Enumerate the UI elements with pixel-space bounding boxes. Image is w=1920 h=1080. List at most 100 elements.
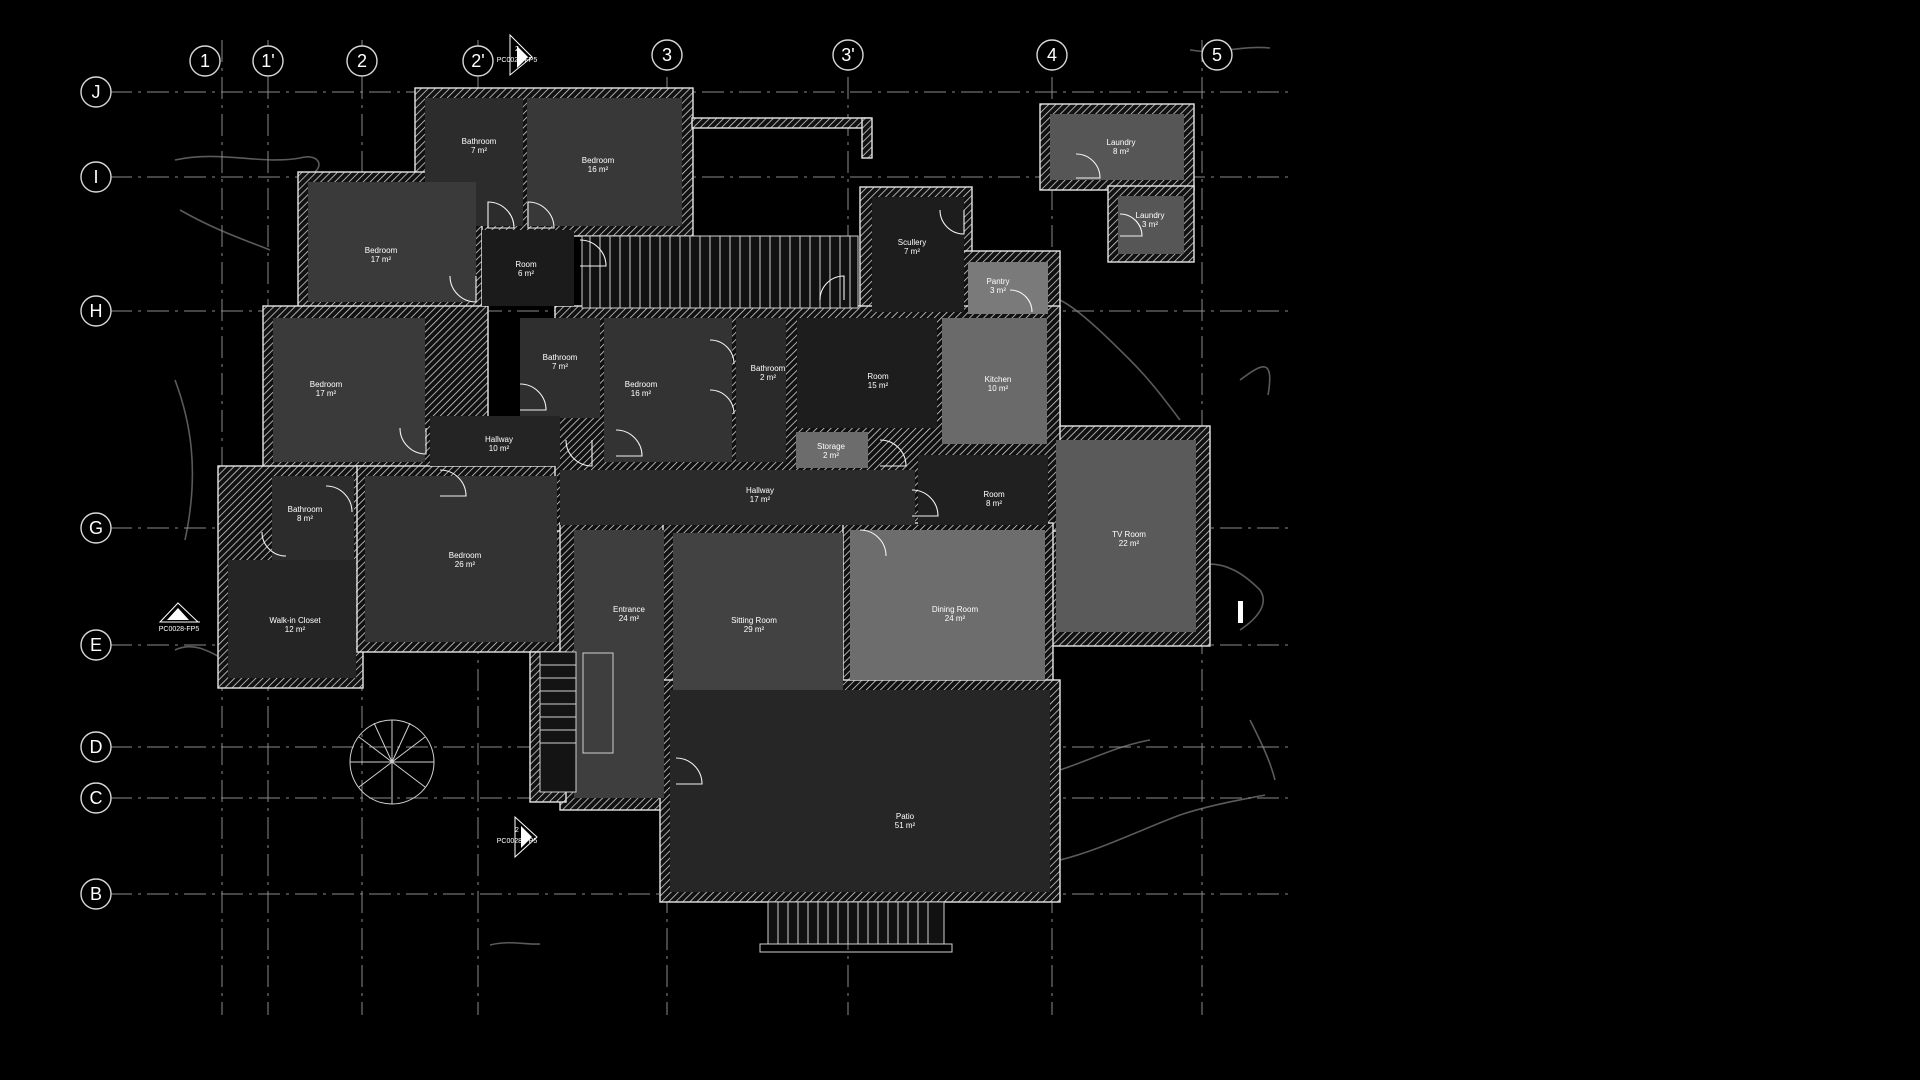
grid-bubble	[346, 45, 378, 77]
room-name: Laundry	[1107, 138, 1136, 147]
spiral-stair	[349, 719, 435, 805]
room-dining	[850, 530, 1045, 680]
room-name: Sitting Room	[731, 616, 777, 625]
grid-bubble	[462, 45, 494, 77]
room-name: Storage	[817, 442, 846, 451]
grid-label: 4	[1047, 45, 1057, 65]
room-laundry-large	[1050, 114, 1184, 180]
marker-number: 2	[515, 827, 519, 834]
grid-label: C	[90, 788, 103, 808]
grid-label: H	[90, 301, 103, 321]
room-name: Bathroom	[288, 505, 323, 514]
room-name: Bedroom	[449, 551, 482, 560]
doors	[261, 153, 1143, 785]
room-area: 16 m²	[631, 389, 652, 398]
room-bedroom-nw	[308, 182, 476, 302]
room-area: 15 m²	[868, 381, 889, 390]
room-name: Bathroom	[751, 364, 786, 373]
room-area: 16 m²	[588, 165, 609, 174]
grid-label: 5	[1212, 45, 1222, 65]
room-name: Entrance	[613, 605, 646, 614]
marker-sheet: PC0028-FP5	[497, 57, 538, 64]
room-bathroom-mid	[520, 318, 600, 418]
grid-bubble	[189, 45, 221, 77]
room-name: Bedroom	[310, 380, 343, 389]
room-area: 24 m²	[619, 614, 640, 623]
terrain-contours	[174, 46, 1276, 946]
room-name: Scullery	[898, 238, 926, 247]
room-bedroom-w	[273, 318, 425, 462]
room-name: Hallway	[485, 435, 513, 444]
room-area: 8 m²	[297, 514, 313, 523]
grid-bubble	[252, 45, 284, 77]
room-name: Bathroom	[462, 137, 497, 146]
room-name: Room	[515, 260, 537, 269]
room-area: 29 m²	[744, 625, 765, 634]
section-markers: 2 PC0028-FP5 1 PC0028-FP5 2 PC0028-FP5	[159, 33, 1243, 859]
room-area: 10 m²	[489, 444, 510, 453]
room-area: 3 m²	[1142, 220, 1158, 229]
room-bedroom-top	[527, 98, 682, 226]
room-name: Pantry	[986, 277, 1009, 286]
room-area: 17 m²	[750, 495, 771, 504]
section-marker-top: 2 PC0028-FP5	[497, 33, 538, 77]
room-small	[482, 230, 574, 306]
stair-entrance	[539, 651, 614, 793]
room-8	[918, 455, 1048, 525]
grid-label: 1	[200, 51, 210, 71]
room-area: 7 m²	[904, 247, 920, 256]
room-kitchen	[942, 318, 1047, 444]
grid-bubble	[80, 782, 112, 814]
grid-label: 3	[662, 45, 672, 65]
grid-bubble	[80, 731, 112, 763]
room-pantry	[968, 262, 1048, 314]
room-name: Room	[983, 490, 1005, 499]
room-name: Laundry	[1136, 211, 1165, 220]
grid-bubble	[80, 629, 112, 661]
grid-bubble	[80, 76, 112, 108]
room-area: 12 m²	[285, 625, 306, 634]
stair-north	[581, 235, 859, 309]
room-area: 3 m²	[990, 286, 1006, 295]
grid-label: J	[92, 82, 101, 102]
room-hallway-w	[430, 416, 560, 466]
section-marker-left: 1 PC0028-FP5	[159, 602, 200, 633]
room-walk-in-closet	[228, 560, 356, 678]
grid-label: I	[93, 167, 98, 187]
grid-bubble	[1036, 39, 1068, 71]
room-name: Bedroom	[582, 156, 615, 165]
room-bedroom-large	[365, 476, 557, 642]
room-name: Room	[867, 372, 889, 381]
room-15	[797, 318, 937, 428]
grid-label: 2	[357, 51, 367, 71]
grid-label: D	[90, 737, 103, 757]
room-area: 7 m²	[471, 146, 487, 155]
room-hallway-main	[560, 470, 915, 525]
room-name: Dining Room	[932, 605, 979, 614]
grid-bubble	[832, 39, 864, 71]
marker-sheet: PC0028-FP5	[497, 838, 538, 845]
room-name: Hallway	[746, 486, 774, 495]
grid-bubble	[80, 512, 112, 544]
room-name: Patio	[896, 812, 915, 821]
room-area: 6 m²	[518, 269, 534, 278]
room-bathroom-sw	[272, 476, 354, 566]
room-area: 51 m²	[895, 821, 916, 830]
rooms	[228, 98, 1196, 892]
stair-patio	[759, 901, 953, 953]
grid-label: E	[90, 635, 102, 655]
room-area: 17 m²	[316, 389, 337, 398]
column-grid-bubbles: 1 1' 2 2' 3 3' 4 5	[189, 39, 1233, 77]
elevation-tick	[1238, 601, 1243, 623]
section-marker-bottom: 2 PC0028-FP5	[497, 815, 538, 859]
room-name: Bedroom	[365, 246, 398, 255]
room-tv	[1056, 440, 1196, 632]
room-storage	[796, 432, 868, 468]
marker-number: 1	[177, 614, 181, 621]
room-area: 10 m²	[988, 384, 1009, 393]
room-area: 24 m²	[945, 614, 966, 623]
grid-bubble	[80, 878, 112, 910]
grid-label: 1'	[261, 51, 274, 71]
room-area: 8 m²	[986, 499, 1002, 508]
